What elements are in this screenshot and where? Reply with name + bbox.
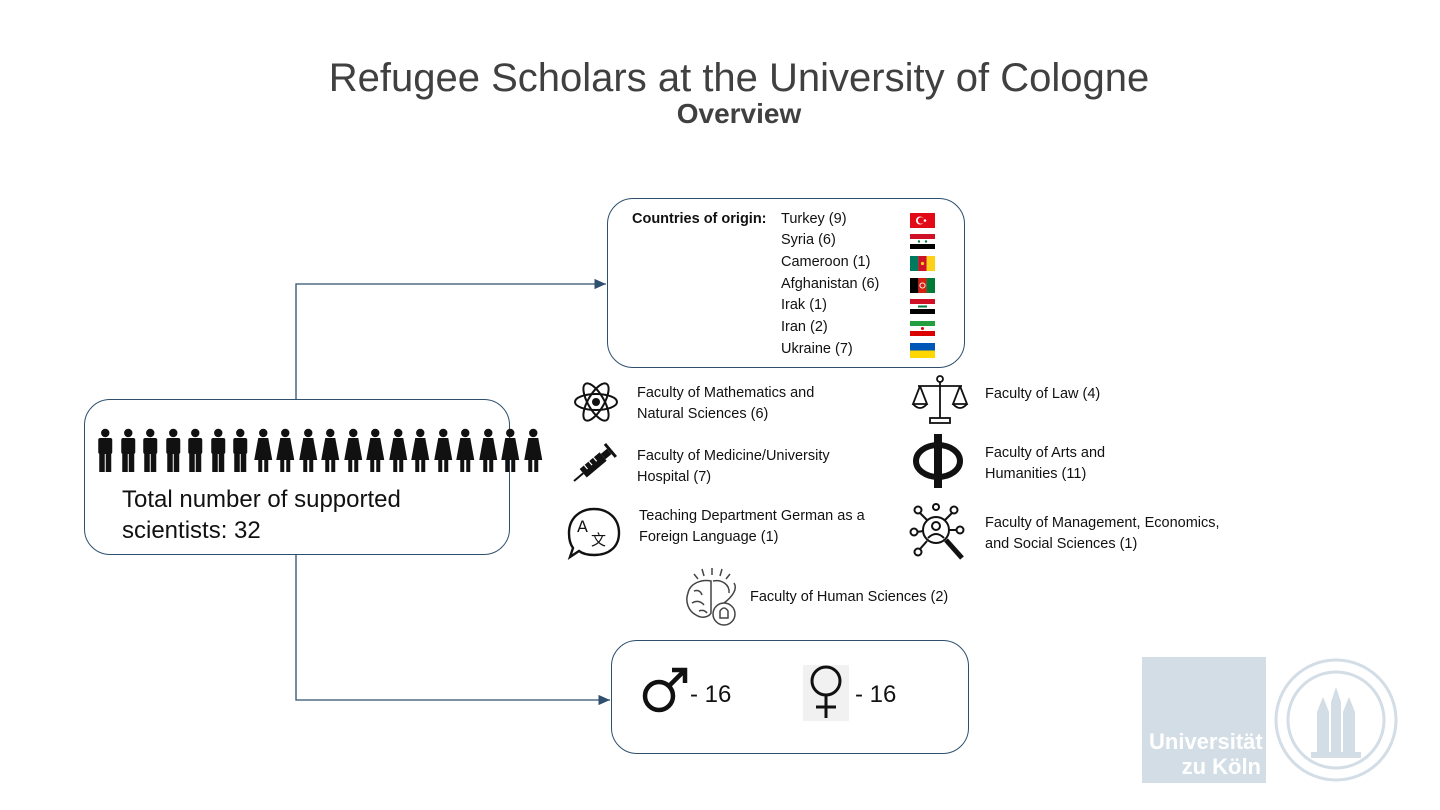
people-icons-row [95, 428, 543, 472]
university-seal-icon [1274, 658, 1398, 782]
faculty-medicine: Faculty of Medicine/University Hospital … [637, 446, 830, 488]
total-scientists-box: Total number of supported scientists: 32 [84, 399, 542, 555]
female-count: - 16 [855, 681, 897, 708]
faculty-german-line2: Foreign Language (1) [639, 529, 779, 545]
faculty-german: Teaching Department German as a Foreign … [639, 506, 865, 548]
female-person-icon [501, 428, 520, 472]
male-count: - 16 [690, 681, 732, 708]
university-logo: Universität zu Köln [1142, 657, 1266, 783]
female-person-icon [253, 428, 272, 472]
total-label-line1: Total number of supported [122, 486, 401, 513]
male-symbol-icon [642, 667, 688, 713]
faculty-law-line1: Faculty of Law (4) [985, 386, 1101, 402]
male-person-icon [188, 428, 203, 472]
male-person-icon [120, 428, 135, 472]
country-afghanistan: Afghanistan (6) [781, 276, 880, 292]
total-label-line2: scientists: 32 [122, 517, 261, 544]
turkey-flag-icon [910, 213, 935, 228]
male-person-icon [210, 428, 225, 472]
male-person-icon [98, 428, 113, 472]
faculty-law: Faculty of Law (4) [985, 384, 1100, 405]
total-label: Total number of supported scientists: 32 [122, 484, 401, 546]
female-person-icon [433, 428, 452, 472]
countries-heading: Countries of origin: [632, 211, 767, 227]
country-cameroon: Cameroon (1) [781, 254, 871, 270]
syringe-icon [573, 442, 617, 482]
logo-text-line1: Universität [1149, 729, 1263, 754]
faculty-management-line1: Faculty of Management, Economics, [985, 515, 1220, 531]
faculty-human: Faculty of Human Sciences (2) [750, 587, 948, 608]
brain-icon [686, 568, 736, 626]
faculty-management: Faculty of Management, Economics, and So… [985, 513, 1220, 555]
country-turkey: Turkey (9) [781, 211, 847, 227]
arrow-to-countries [295, 278, 606, 399]
language-bubble-icon: A 文 [567, 507, 621, 560]
faculty-medicine-line1: Faculty of Medicine/University [637, 448, 830, 464]
faculty-arts-line1: Faculty of Arts and [985, 445, 1106, 461]
logo-text-line2: zu Köln [1181, 754, 1261, 779]
faculty-human-line1: Faculty of Human Sciences (2) [750, 589, 949, 605]
female-person-icon [321, 428, 340, 472]
faculty-arts: Faculty of Arts and Humanities (11) [985, 443, 1105, 485]
faculty-math: Faculty of Mathematics and Natural Scien… [637, 383, 814, 425]
female-person-icon [523, 428, 542, 472]
male-person-icon [143, 428, 158, 472]
country-iraq: Irak (1) [781, 297, 827, 313]
svg-text:A: A [577, 517, 588, 536]
faculty-management-line2: and Social Sciences (1) [985, 536, 1138, 552]
female-person-icon [388, 428, 407, 472]
arrow-to-gender [295, 555, 610, 706]
female-person-icon [343, 428, 362, 472]
cameroon-flag-icon [910, 256, 935, 271]
male-person-icon [233, 428, 248, 472]
faculty-arts-line2: Humanities (11) [985, 466, 1087, 482]
ukraine-flag-icon [910, 343, 935, 358]
faculty-german-line1: Teaching Department German as a [639, 508, 865, 524]
gender-box: - 16 - 16 [611, 640, 969, 754]
phi-icon [913, 434, 963, 488]
faculty-math-line2: Natural Sciences (6) [637, 406, 769, 422]
female-person-icon [478, 428, 497, 472]
faculty-medicine-line2: Hospital (7) [637, 469, 712, 485]
female-person-icon [366, 428, 385, 472]
atom-icon [574, 382, 618, 422]
female-person-icon [276, 428, 295, 472]
page-subtitle: Overview [676, 98, 802, 129]
female-person-icon [411, 428, 430, 472]
afghanistan-flag-icon [910, 278, 935, 293]
female-person-icon [298, 428, 317, 472]
page-title: Refugee Scholars at the University of Co… [328, 56, 1150, 100]
iran-flag-icon [910, 321, 935, 336]
countries-of-origin-box: Countries of origin: Turkey (9) Syria (6… [607, 198, 965, 368]
logo-text: Universität zu Köln [1149, 729, 1263, 779]
male-person-icon [165, 428, 180, 472]
scales-icon [911, 375, 969, 424]
country-syria: Syria (6) [781, 232, 836, 248]
country-ukraine: Ukraine (7) [781, 341, 853, 357]
svg-text:文: 文 [591, 531, 606, 549]
iraq-flag-icon [910, 299, 935, 314]
female-person-icon [456, 428, 475, 472]
female-symbol-icon [810, 665, 842, 718]
person-magnifier-icon [909, 503, 965, 560]
faculty-math-line1: Faculty of Mathematics and [637, 385, 815, 401]
country-iran: Iran (2) [781, 319, 828, 335]
syria-flag-icon [910, 234, 935, 249]
